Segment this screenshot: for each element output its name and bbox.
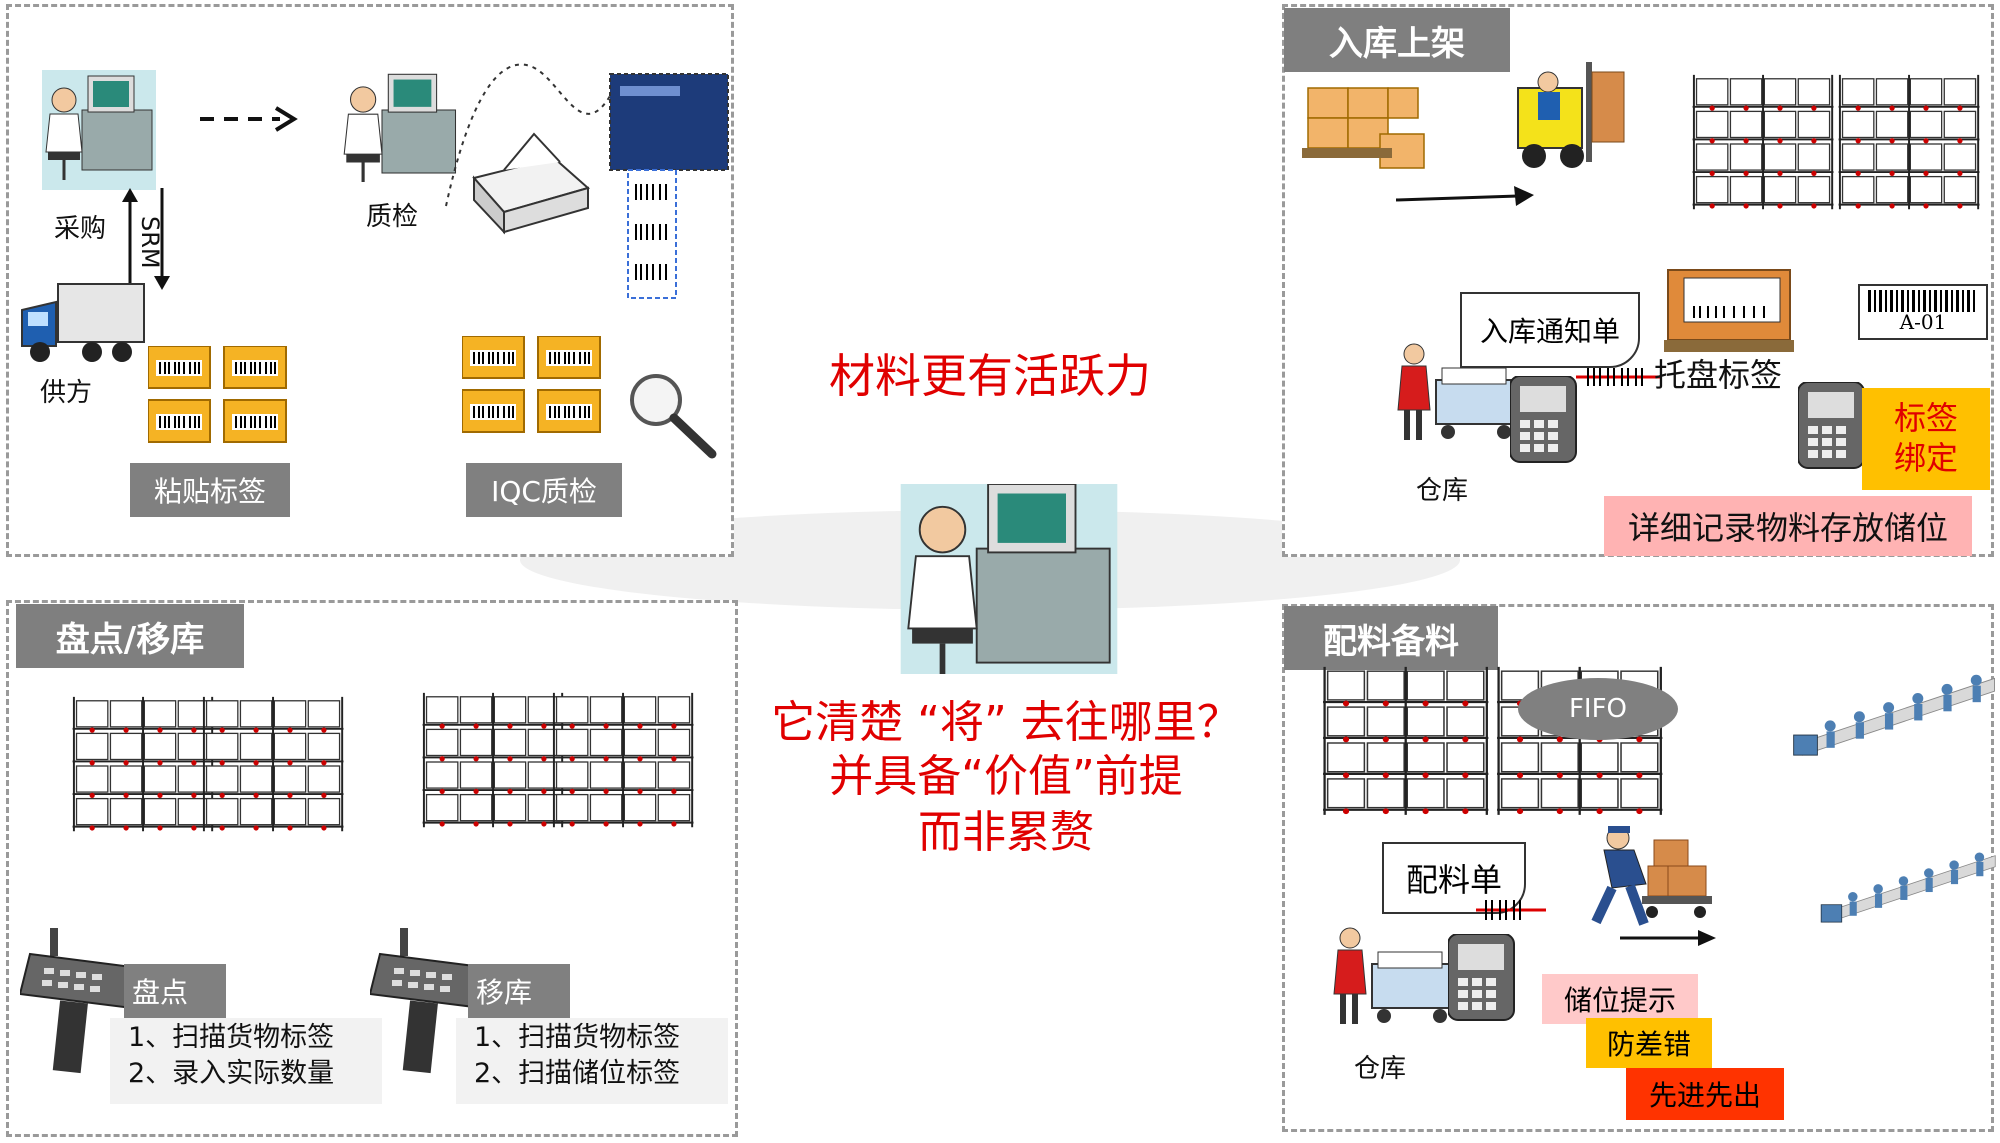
inventory-step-1: 1、扫描货物标签 [128, 1022, 335, 1053]
inbound-notice-doc: 入库通知单 [1460, 292, 1640, 368]
hint-error-proof: 防差错 [1586, 1018, 1712, 1068]
warehouse-label: 仓库 [1416, 476, 1469, 506]
kitting-worker-icon [1333, 927, 1453, 1025]
move-steps: 1、扫描货物标签 2、扫描储位标签 [456, 1018, 728, 1104]
labeled-boxes-icon [148, 346, 287, 443]
supplier-label: 供方 [40, 378, 93, 408]
fifo-badge: FIFO [1518, 678, 1678, 740]
center-operator-icon [900, 484, 1118, 674]
center-line-1: 它清楚 “将” 去往哪里？ [771, 697, 1241, 748]
picklist-doc: 配料单 [1382, 842, 1526, 914]
record-badge: 详细记录物料存放储位 [1604, 496, 1972, 556]
center-line-2: 并具备“价值”前提 [829, 751, 1183, 802]
pallet-boxes-icon [1302, 87, 1425, 169]
inventory-rack-4 [551, 691, 695, 829]
truck-icon [21, 283, 145, 362]
inventory-rack-1 [71, 695, 215, 833]
kitting-terminal-icon [1448, 934, 1515, 1021]
srm-label: SRM [136, 216, 164, 269]
cable-line [445, 63, 611, 207]
hint-location: 储位提示 [1542, 974, 1698, 1024]
inventory-step-2: 2、录入实际数量 [128, 1058, 335, 1089]
cart-pusher-icon [1591, 826, 1712, 926]
bind-line-1: 标签 [1893, 399, 1958, 437]
procurement-person-icon [42, 70, 156, 190]
inventory-rack-3 [421, 691, 565, 829]
assembly-line-icon-1 [1793, 674, 1995, 756]
location-barcode-bars [1868, 290, 1978, 312]
magnifier-icon [630, 374, 717, 459]
move-step-2: 2、扫描储位标签 [474, 1058, 681, 1089]
warehouse-worker-icon [1397, 343, 1517, 441]
move-step-1: 1、扫描货物标签 [474, 1022, 681, 1053]
inventory-rack-2 [201, 695, 345, 833]
inventory-step-tag: 盘点 [124, 964, 226, 1018]
hint-fifo: 先进先出 [1626, 1068, 1784, 1120]
forklift-icon [1517, 62, 1625, 168]
putaway-title: 入库上架 [1284, 8, 1510, 72]
srm-arrows-icon [122, 188, 170, 290]
terminal-icon-1 [1510, 376, 1577, 463]
center-line-3: 而非累赘 [918, 807, 1094, 858]
label-printer-icon [609, 73, 729, 299]
red-barcode-icon [1576, 368, 1662, 386]
terminal-icon-2 [1798, 382, 1865, 469]
kitting-rack-1 [1321, 665, 1490, 816]
inventory-title: 盘点/移库 [16, 604, 244, 668]
center-headline: 材料更有活跃力 [829, 349, 1151, 403]
iqc-step: IQC质检 [466, 463, 622, 517]
picklist-barcode-icon [1476, 900, 1546, 920]
iqc-boxes-icon [462, 336, 601, 433]
procurement-label: 采购 [54, 214, 107, 244]
kitting-arrow-icon [1620, 930, 1716, 946]
bind-badge: 标签 绑定 [1862, 388, 1990, 490]
putaway-rack-1 [1691, 73, 1835, 211]
pallet-label-text: 托盘标签 [1654, 356, 1783, 394]
dashed-arrow-icon [200, 106, 298, 132]
bind-line-2: 绑定 [1893, 439, 1958, 477]
kitting-title: 配料备料 [1284, 606, 1498, 670]
putaway-arrow-icon [1396, 186, 1534, 206]
tag-label-step: 粘贴标签 [130, 463, 290, 517]
inventory-steps: 1、扫描货物标签 2、录入实际数量 [110, 1018, 382, 1104]
pallet-label-icon [1664, 269, 1794, 352]
printer-icon [472, 132, 591, 235]
kitting-warehouse-label: 仓库 [1354, 1054, 1407, 1084]
qc-label: 质检 [366, 202, 419, 232]
putaway-rack-2 [1837, 73, 1981, 211]
location-barcode: A-01 [1858, 284, 1988, 340]
location-code: A-01 [1899, 310, 1947, 334]
assembly-line-icon-2 [1820, 852, 1996, 923]
move-step-tag: 移库 [468, 964, 570, 1018]
